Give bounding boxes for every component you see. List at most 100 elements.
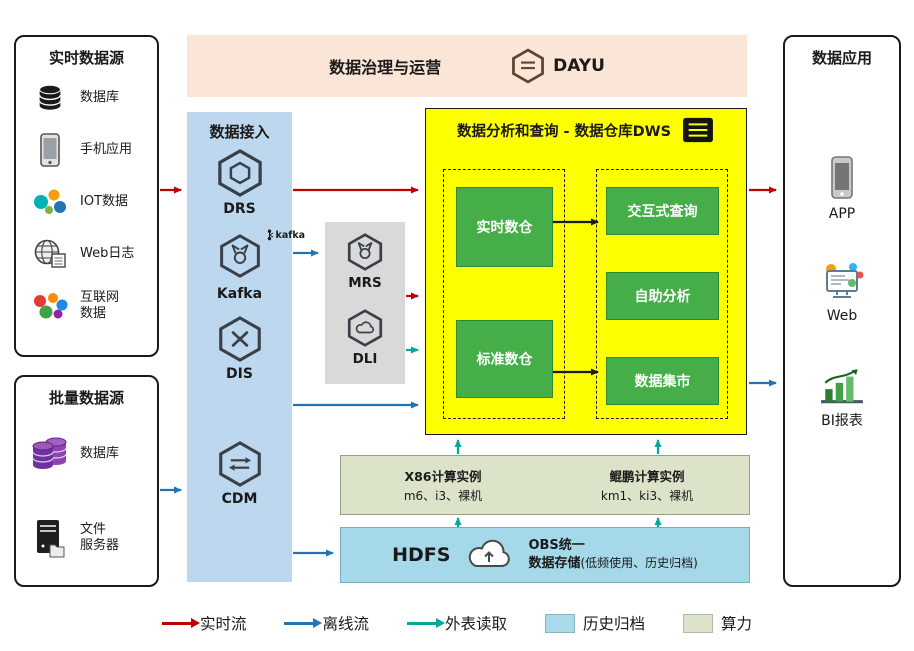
source-label: 互联网 数据: [80, 289, 120, 321]
realtime-warehouse-box: 实时数仓: [456, 187, 553, 267]
interactive-query-box: 交互式查询: [606, 187, 719, 235]
iot-icon: [28, 187, 72, 217]
source-label: 文件 服务器: [80, 521, 120, 553]
offline-flow-arrow-icon: [284, 617, 323, 628]
obs-cloud-icon: [469, 539, 511, 567]
standard-warehouse-box: 标准数仓: [456, 320, 553, 398]
list-item: Web日志: [16, 228, 157, 280]
service-label: MRS: [348, 275, 382, 291]
mrs-icon: [347, 233, 383, 271]
compute-panel: X86计算实例 m6、i3、裸机 鲲鹏计算实例 km1、ki3、裸机: [340, 455, 750, 515]
kafka-badge-label: kafka: [275, 229, 306, 241]
service-label: CDM: [221, 491, 258, 507]
legend-item-compute-power: 算力: [683, 612, 752, 634]
phone-icon: [28, 132, 72, 168]
internet-data-icon: [28, 291, 72, 321]
source-label: 数据库: [80, 445, 120, 461]
kafka-logo-icon: [267, 229, 273, 241]
service-label: DRS: [223, 201, 256, 217]
legend-label: 外表读取: [444, 615, 507, 633]
obs-note: (低频使用、历史归档): [580, 556, 698, 570]
database-icon: [28, 81, 72, 115]
compute-x86: X86计算实例 m6、i3、裸机: [341, 456, 545, 514]
compute-spec: km1、ki3、裸机: [600, 489, 694, 503]
storage-panel: HDFS OBS统一 数据存储(低频使用、历史归档): [340, 527, 750, 583]
service-label: Kafka: [216, 286, 263, 302]
service-label: DLI: [352, 351, 378, 367]
dli-icon: [347, 309, 383, 347]
legend: 实时流 离线流 外表读取 历史归档 算力: [0, 612, 914, 634]
realtime-sources-panel: 实时数据源 数据库 手机应用: [14, 35, 159, 357]
query-group: 交互式查询 自助分析 数据集市: [596, 169, 728, 419]
hdfs-label: HDFS: [392, 544, 451, 566]
compute-name: X86计算实例: [404, 469, 482, 484]
middleware-panel: MRS DLI: [325, 222, 405, 384]
list-item: Web: [785, 261, 899, 324]
compute-spec: m6、i3、裸机: [403, 489, 483, 503]
service-drs: DRS: [187, 148, 292, 217]
list-item: 文件 服务器: [16, 496, 157, 580]
kafka-logo-badge: kafka: [265, 229, 306, 241]
legend-item-offline: 离线流: [284, 612, 369, 634]
app-phone-icon: [831, 156, 853, 199]
service-dis: DIS: [187, 315, 292, 382]
list-item: 数据库: [16, 412, 157, 496]
bi-report-icon: [821, 369, 863, 404]
ingestion-title: 数据接入: [209, 123, 270, 141]
dws-title: 数据分析和查询 - 数据仓库DWS: [456, 123, 672, 140]
legend-item-external-read: 外表读取: [406, 612, 507, 634]
dws-panel: 数据分析和查询 - 数据仓库DWS 实时数仓 标准数仓 交互式查询 自助分析 数…: [425, 108, 747, 435]
list-item: BI报表: [785, 367, 899, 430]
external-read-arrow-icon: [406, 617, 445, 628]
application-label: APP: [828, 206, 856, 222]
service-cdm: CDM: [187, 440, 292, 507]
web-log-icon: [28, 238, 72, 270]
dws-document-icon: [683, 117, 713, 143]
database-purple-icon: [28, 435, 72, 473]
legend-item-history-archive: 历史归档: [545, 612, 645, 634]
realtime-sources-title: 实时数据源: [48, 49, 124, 67]
list-item: 手机应用: [16, 124, 157, 176]
ingestion-panel: 数据接入 DRS: [187, 112, 305, 582]
legend-label: 离线流: [322, 615, 369, 633]
applications-title: 数据应用: [811, 49, 872, 67]
service-mrs: MRS: [325, 232, 405, 291]
source-label: 手机应用: [80, 141, 133, 157]
data-mart-box: 数据集市: [606, 357, 719, 405]
dayu-label: DAYU: [553, 56, 605, 76]
obs-line1: OBS统一: [528, 538, 585, 554]
compute-name: 鲲鹏计算实例: [609, 469, 685, 484]
history-archive-swatch-icon: [545, 613, 575, 633]
applications-panel: 数据应用 APP Web: [783, 35, 901, 587]
drs-icon: [217, 149, 262, 197]
legend-label: 实时流: [199, 615, 247, 633]
obs-text: OBS统一 数据存储(低频使用、历史归档): [528, 537, 697, 572]
list-item: 数据库: [16, 72, 157, 124]
source-label: IOT数据: [80, 193, 129, 209]
self-service-analysis-box: 自助分析: [606, 272, 719, 320]
cdm-icon: [218, 441, 261, 487]
list-item: APP: [785, 155, 899, 222]
warehouse-group: 实时数仓 标准数仓: [443, 169, 565, 419]
dayu-brand: DAYU: [511, 48, 605, 84]
kafka-icon: [219, 234, 260, 278]
source-label: 数据库: [80, 89, 120, 105]
dis-icon: [218, 316, 261, 362]
batch-sources-title: 批量数据源: [48, 389, 124, 407]
service-dli: DLI: [325, 308, 405, 367]
list-item: 互联网 数据: [16, 280, 157, 332]
compute-power-swatch-icon: [683, 613, 714, 633]
governance-banner: 数据治理与运营 DAYU: [187, 35, 747, 97]
dws-title-row: 数据分析和查询 - 数据仓库DWS: [426, 109, 746, 144]
application-label: BI报表: [821, 413, 863, 429]
dayu-icon: [512, 48, 545, 84]
legend-label: 历史归档: [583, 615, 646, 633]
source-label: Web日志: [80, 245, 135, 261]
file-server-icon: [28, 518, 72, 558]
banner-title: 数据治理与运营: [329, 58, 442, 77]
batch-sources-panel: 批量数据源 数据库: [14, 375, 159, 587]
realtime-flow-arrow-icon: [161, 617, 200, 628]
web-app-icon: [826, 263, 864, 298]
legend-label: 算力: [721, 615, 753, 633]
